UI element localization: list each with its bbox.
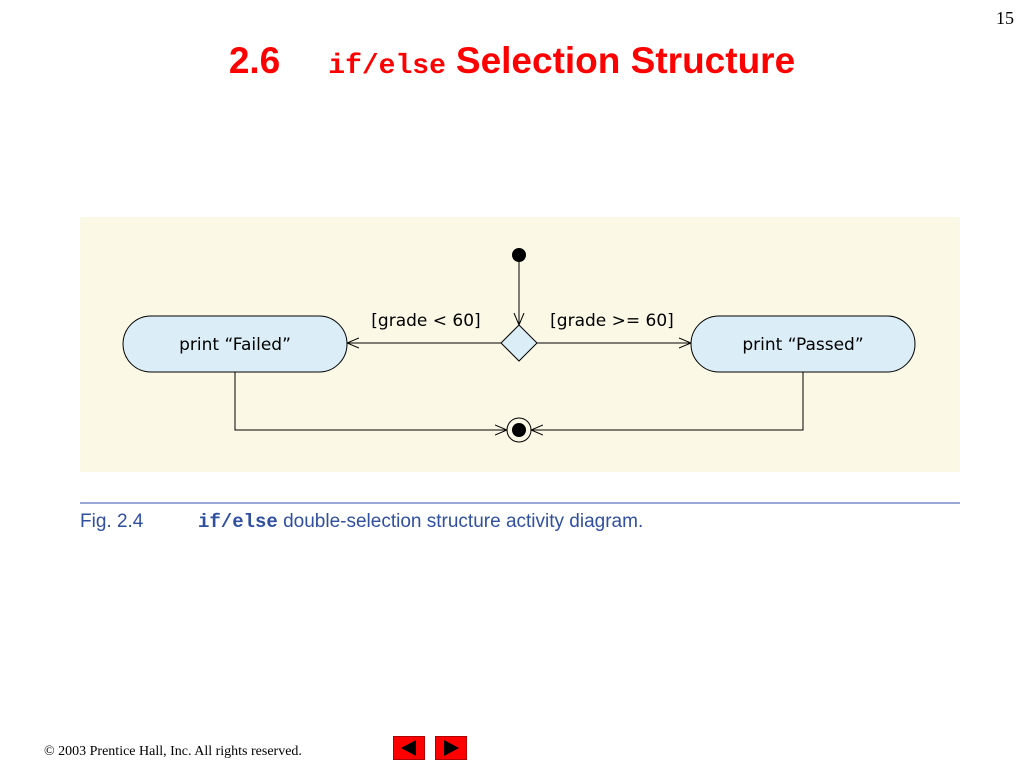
page-number: 15 <box>996 8 1014 28</box>
next-slide-button[interactable] <box>435 736 467 760</box>
title-code: if/else <box>328 51 446 82</box>
action-passed-label: print “Passed” <box>742 335 863 355</box>
left-triangle-icon <box>401 740 416 756</box>
initial-state <box>512 248 526 262</box>
right-triangle-icon <box>444 740 459 756</box>
action-failed-label: print “Failed” <box>179 335 291 355</box>
slide-title: 2.6 if/else Selection Structure <box>0 40 1024 82</box>
title-number: 2.6 <box>228 40 281 81</box>
activity-diagram-panel: [grade < 60] [grade >= 60] print “Failed… <box>80 217 960 472</box>
guard-grade-ge-60: [grade >= 60] <box>550 311 674 331</box>
final-state-dot <box>512 423 526 437</box>
guard-grade-lt-60: [grade < 60] <box>371 311 480 331</box>
previous-slide-button[interactable] <box>393 736 425 760</box>
caption-code: if/else <box>198 511 278 533</box>
copyright-footer: © 2003 Prentice Hall, Inc. All rights re… <box>44 744 302 759</box>
figure-caption: Fig. 2.4 if/else double-selection structu… <box>80 511 643 533</box>
activity-diagram: [grade < 60] [grade >= 60] print “Failed… <box>122 248 916 443</box>
figure-number: Fig. 2.4 <box>80 511 144 532</box>
caption-divider <box>80 502 960 504</box>
decision-diamond <box>500 324 538 362</box>
flow-passed-to-final <box>531 372 804 430</box>
flow-failed-to-final <box>234 372 507 430</box>
title-text: Selection Structure <box>455 40 796 81</box>
caption-text: double-selection structure activity diag… <box>277 511 644 532</box>
